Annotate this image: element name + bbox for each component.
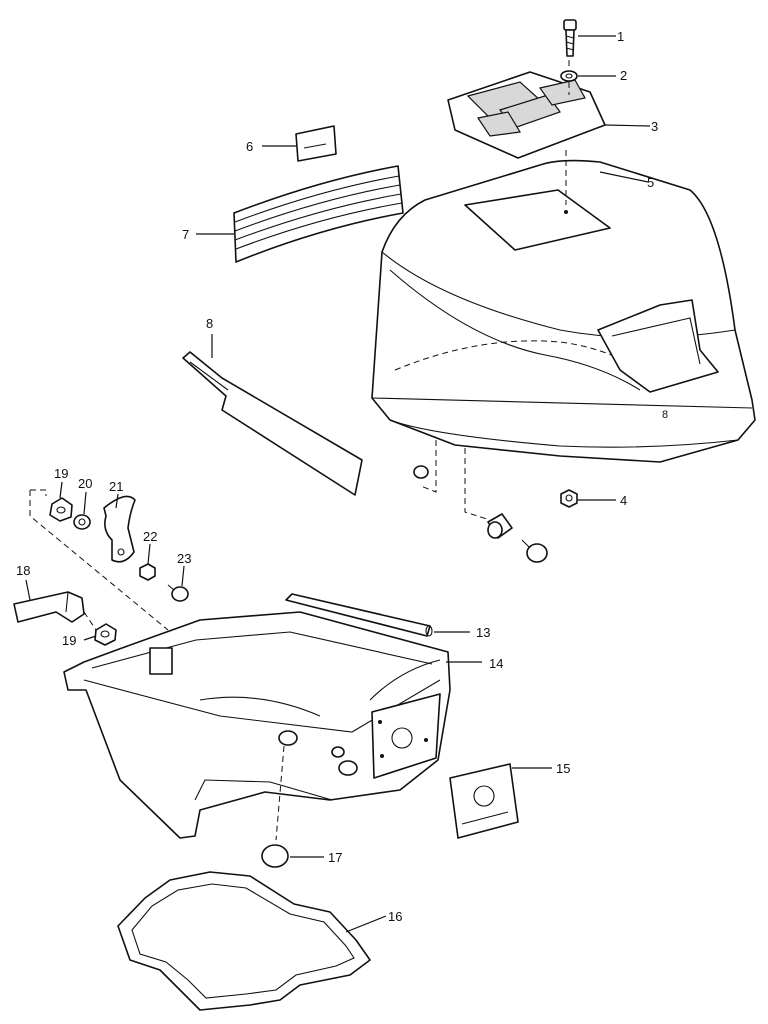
callout-17: 17 (328, 850, 342, 865)
screw-1[interactable] (563, 19, 577, 57)
top-cover-plate[interactable] (447, 71, 606, 159)
callout-5: 5 (647, 175, 654, 190)
svg-text:8: 8 (662, 409, 668, 421)
bushing[interactable] (487, 513, 513, 539)
callout-19-lower: 19 (62, 633, 76, 648)
callout-4: 4 (620, 493, 627, 508)
callout-leaders (25, 35, 651, 933)
plug-17[interactable] (261, 844, 289, 868)
callout-20: 20 (78, 476, 92, 491)
latch-lever-18[interactable] (13, 591, 85, 623)
nut-22[interactable] (139, 563, 156, 581)
callout-numbers: 1 2 3 4 5 6 7 8 13 14 15 16 17 18 19 19 … (16, 29, 658, 924)
nut-4[interactable] (560, 489, 578, 508)
callout-7: 7 (182, 227, 189, 242)
grommet-left[interactable] (413, 465, 429, 479)
callout-2: 2 (620, 68, 627, 83)
callout-23: 23 (177, 551, 191, 566)
nut-19-lower[interactable] (94, 623, 117, 646)
callout-18: 18 (16, 563, 30, 578)
callout-6: 6 (246, 139, 253, 154)
bolt-23[interactable] (167, 584, 189, 602)
latch-plate-21[interactable] (103, 495, 136, 563)
lower-cowl[interactable] (63, 611, 451, 839)
nut-19-upper[interactable] (49, 497, 73, 522)
callout-13: 13 (476, 625, 490, 640)
decal-plate-15[interactable] (449, 763, 519, 839)
callout-15: 15 (556, 761, 570, 776)
callout-1: 1 (617, 29, 624, 44)
stripe-decal-7[interactable] (233, 165, 404, 263)
callout-14: 14 (489, 656, 503, 671)
washer-2[interactable] (560, 70, 578, 82)
label-plate-6[interactable] (295, 125, 337, 162)
washer-20[interactable] (73, 514, 91, 530)
callout-16: 16 (388, 909, 402, 924)
callout-8: 8 (206, 316, 213, 331)
pin[interactable] (521, 539, 548, 563)
upper-cowl[interactable]: 8 (371, 159, 756, 463)
rubber-strip-13[interactable] (285, 593, 433, 637)
callout-19-upper: 19 (54, 466, 68, 481)
seal-strip-8[interactable] (182, 351, 363, 496)
callout-21: 21 (109, 479, 123, 494)
callout-22: 22 (143, 529, 157, 544)
gasket-16[interactable] (117, 871, 371, 1011)
callout-3: 3 (651, 119, 658, 134)
